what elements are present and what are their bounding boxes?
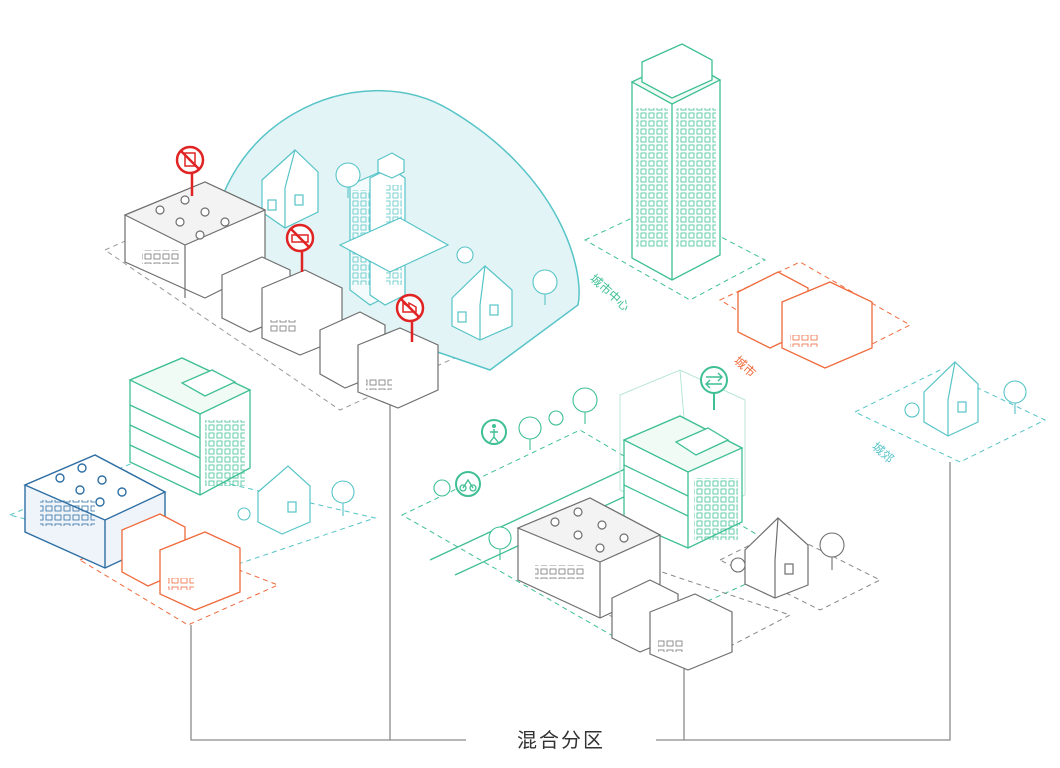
teal-house bbox=[451, 265, 513, 341]
tree bbox=[237, 480, 355, 521]
pedestrian-icon bbox=[481, 419, 507, 445]
suburb-zone bbox=[853, 361, 1047, 463]
teal-house bbox=[257, 465, 311, 535]
gray-house bbox=[744, 517, 809, 599]
no-factory-icon bbox=[395, 293, 425, 342]
tree bbox=[730, 532, 845, 573]
right-mixed-block bbox=[400, 366, 882, 671]
gray-factory bbox=[516, 497, 662, 619]
connector-lines bbox=[190, 398, 951, 741]
orange-shop bbox=[737, 271, 873, 369]
diagram-caption: 混合分区 bbox=[466, 724, 656, 753]
gray-factory bbox=[123, 181, 267, 299]
restricted-district bbox=[103, 89, 580, 411]
orange-shop bbox=[121, 513, 241, 611]
cyclist-icon bbox=[455, 471, 481, 497]
transit-icon bbox=[700, 366, 728, 410]
city-center-zone bbox=[583, 43, 767, 301]
left-mixed-block bbox=[8, 357, 377, 626]
teal-house bbox=[923, 361, 979, 437]
green-apartment bbox=[128, 357, 252, 496]
gray-shop bbox=[611, 579, 733, 671]
green-apartment bbox=[622, 415, 744, 549]
no-car-icon bbox=[285, 223, 315, 272]
city-zone bbox=[718, 261, 912, 369]
tree bbox=[904, 380, 1027, 418]
tree bbox=[433, 387, 598, 560]
tree bbox=[335, 162, 558, 305]
no-building-icon bbox=[175, 145, 205, 196]
green-skyscraper bbox=[630, 43, 722, 281]
gray-shop bbox=[221, 256, 439, 409]
